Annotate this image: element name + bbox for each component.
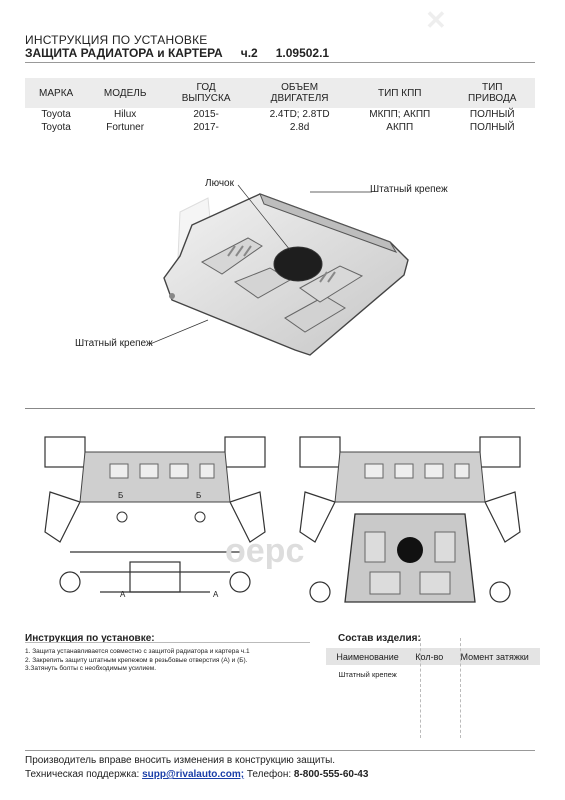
watermark: oepc	[225, 532, 305, 570]
hatch-opening	[273, 246, 323, 282]
spec-column-header-line: ДВИГАТЕЛЯ	[270, 93, 329, 104]
support-email-link[interactable]: supp@rivalauto.com;	[142, 769, 245, 780]
spec-column-header: МОДЕЛЬ	[87, 78, 164, 108]
instructions-divider	[25, 642, 310, 643]
label-fastener-top: Штатный крепеж	[370, 184, 448, 195]
spec-cell: Hilux	[114, 109, 137, 120]
spec-body: Toyota Hilux 2015- 2.4TD; 2.8TD МКПП; АКПП ПО…	[25, 108, 535, 134]
composition-body: Штатный крепеж	[326, 665, 540, 683]
spec-cell: Fortuner	[106, 122, 145, 133]
spec-column-header: ТИП КПП	[350, 78, 450, 108]
bolt-hole-front	[169, 293, 175, 299]
spec-column-header-line: ТИП КПП	[378, 87, 422, 99]
support-label: Техническая поддержка:	[25, 769, 140, 780]
instructions-title: Инструкция по установке:	[25, 633, 155, 644]
spec-cell: ПОЛНЫЙ	[469, 109, 515, 120]
support-phone: 8-800-555-60-43	[293, 769, 369, 780]
leader-hatch	[237, 184, 291, 251]
composition-title: Состав изделия:	[338, 633, 421, 644]
section-divider	[25, 408, 535, 409]
spec-cell: 2017-	[193, 122, 219, 133]
doc-title: ЗАЩИТА РАДИАТОРА и КАРТЕРА ч.2 1.09502.1	[25, 46, 347, 60]
marker-b-right: Б	[196, 491, 202, 500]
spec-column-header-line: ОБЪЕМ	[281, 82, 319, 93]
spec-row: Toyota Hilux 2015- 2.4TD; 2.8TD МКПП; АКПП ПО…	[25, 108, 535, 121]
stamping-1	[200, 237, 263, 275]
brand-logo: ✕	[425, 5, 447, 35]
marker-a-left: А	[120, 590, 126, 599]
label-hatch: Лючок	[205, 178, 234, 189]
spec-column-header-line: ТИП	[481, 82, 503, 93]
composition-cell	[409, 665, 449, 683]
stamping-3	[284, 295, 346, 333]
spec-cell: Toyota	[41, 109, 71, 120]
marker-a-right: А	[213, 590, 219, 599]
composition-cell: Штатный крепеж	[338, 669, 397, 679]
chassis-photo-before	[40, 432, 270, 617]
spec-cell: АКПП	[386, 122, 414, 133]
doc-type: ИНСТРУКЦИЯ ПО УСТАНОВКЕ	[25, 33, 208, 47]
composition-column-header: Момент затяжки	[449, 648, 540, 665]
footer-support: Техническая поддержка: supp@rivalauto.co…	[25, 769, 368, 780]
spec-cell: 2015-	[193, 109, 219, 120]
composition-cell	[449, 665, 540, 683]
footer-disclaimer: Производитель вправе вносить изменения в…	[25, 755, 336, 766]
spec-column-header-line: ПРИВОДА	[468, 93, 517, 104]
phone-label: Телефон:	[246, 769, 292, 780]
composition-column-header: Наименование	[326, 648, 410, 665]
spec-column-header-line: МАРКА	[39, 87, 74, 99]
spec-column-header: МАРКА	[25, 78, 88, 108]
product-code: 1.09502.1	[275, 46, 330, 60]
spec-cell: 2.4TD; 2.8TD	[269, 109, 330, 120]
instruction-item: 3.Затянуть болты с необходимым усилием.	[25, 665, 157, 672]
marker-b-left: Б	[118, 491, 124, 500]
spec-column-header-line: МОДЕЛЬ	[103, 87, 147, 99]
spec-column-header-line: ГОД	[196, 82, 216, 93]
spec-column-header-line: ВЫПУСКА	[181, 93, 231, 104]
instructions-list: 1. Защита устанавливается совместно с за…	[25, 648, 250, 674]
leader-fastener-left	[150, 319, 209, 345]
composition-divider-1	[420, 638, 421, 738]
spec-cell: 2.8d	[289, 122, 310, 133]
divider	[25, 62, 535, 63]
spec-cell: ПОЛНЫЙ	[469, 122, 515, 133]
label-fastener-left: Штатный крепеж	[75, 338, 153, 349]
composition-row: Штатный крепеж	[326, 665, 540, 683]
chassis-photo-after	[295, 432, 525, 617]
instruction-item: 1. Защита устанавливается совместно с за…	[25, 648, 250, 655]
spec-cell: Toyota	[41, 122, 71, 133]
footer-divider	[25, 750, 535, 751]
spec-cell: МКПП; АКПП	[369, 109, 431, 120]
instruction-item: 2. Закрепить защиту штатным крепежом в р…	[25, 656, 248, 664]
spec-row: Toyota Fortuner 2017- 2.8d АКПП ПОЛНЫЙ	[25, 121, 535, 134]
skid-plate-edge	[259, 193, 398, 253]
composition-divider-2	[460, 638, 461, 738]
composition-column-header: Кол-во	[409, 648, 450, 665]
product-title: ЗАЩИТА РАДИАТОРА и КАРТЕРА	[25, 46, 223, 60]
vent-slots	[227, 245, 336, 283]
skid-plate-diagram	[150, 184, 409, 356]
part-number: ч.2	[240, 46, 258, 60]
